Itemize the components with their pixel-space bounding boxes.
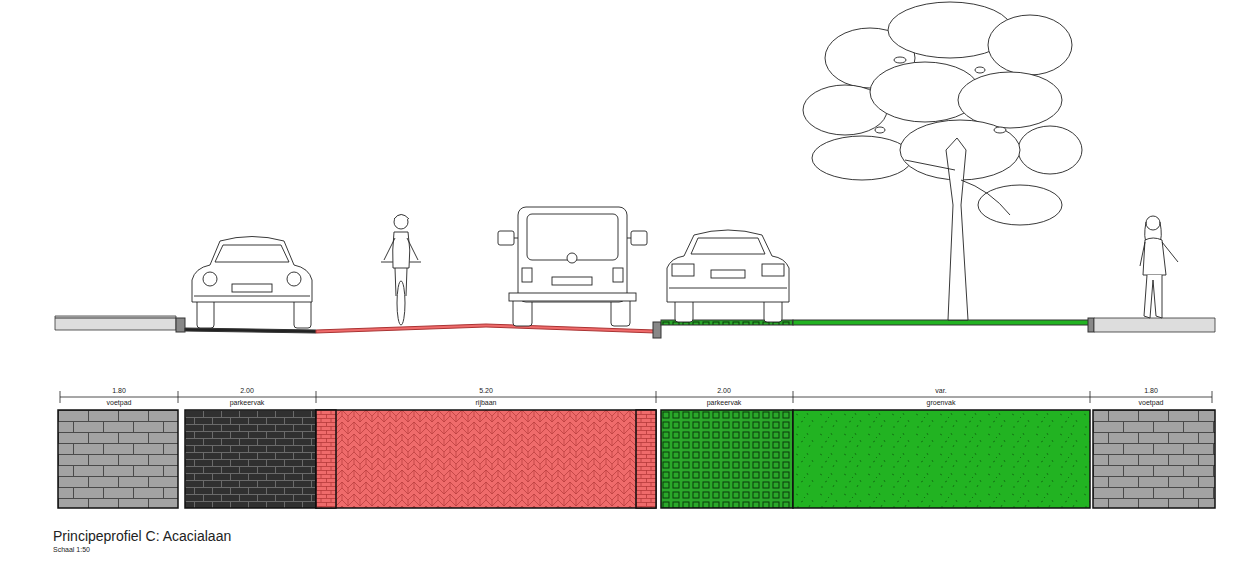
cyclist-part [395, 268, 407, 296]
van-rear-part [509, 293, 636, 301]
dimension-value: 1.80 [1143, 387, 1159, 395]
cyclist-part [397, 281, 405, 325]
cyclist-part [384, 238, 418, 260]
tree-part [875, 127, 885, 133]
section-ground-part [1094, 318, 1215, 332]
plan-bands-part [58, 410, 178, 508]
tree [803, 2, 1082, 320]
dimension-value: 2.00 [239, 387, 255, 395]
section-ground [55, 316, 1215, 338]
section-ground-part [55, 318, 176, 319]
parked-car-front [192, 237, 312, 329]
plan-bands-part [316, 410, 336, 508]
segment-name: voetpad [106, 399, 133, 407]
van-rear-part [518, 207, 627, 302]
van-rear-part [498, 231, 514, 245]
segment-name: rijbaan [474, 399, 497, 407]
van-rear-part [613, 268, 623, 282]
cyclist [381, 215, 421, 326]
van-rear-part [514, 238, 631, 239]
parked-car-front-part [203, 272, 217, 286]
tree-part [958, 72, 1062, 128]
section-ground-part [185, 328, 316, 333]
plan-bands-part [636, 410, 656, 508]
drawing-title: Principeprofiel C: Acacialaan [53, 528, 231, 544]
dimension-value: var. [934, 387, 947, 395]
parked-car-rear-part [672, 264, 694, 276]
tree-part [812, 136, 912, 180]
cyclist-part [394, 215, 409, 220]
parked-car-rear-part [762, 264, 784, 276]
dimension-value: 5.20 [478, 387, 494, 395]
dimension-value: 2.00 [716, 387, 732, 395]
van-rear-part [567, 253, 577, 263]
cyclist-part [394, 215, 408, 229]
parked-car-front-part [232, 284, 272, 292]
plan-bands-part [661, 410, 793, 508]
parked-car-front-part [194, 296, 310, 297]
pedestrian-part [1140, 242, 1178, 266]
segment-name: voetpad [1138, 399, 1165, 407]
plan-bands-part [1093, 410, 1215, 508]
plan-bands [58, 410, 1215, 508]
van-rear-part [631, 231, 647, 245]
section-ground-part [316, 324, 655, 333]
parked-car-rear [667, 230, 789, 322]
pedestrian-part [1143, 238, 1166, 275]
scale-note: Schaal 1:50 [53, 546, 90, 554]
section-ground-part [176, 318, 185, 332]
van-rear [498, 207, 647, 326]
section-ground-part [55, 316, 176, 330]
parked-car-front-part [287, 272, 301, 286]
plan-bands-part [316, 410, 656, 508]
tree-part [1018, 126, 1082, 174]
parked-car-rear-part [669, 288, 787, 289]
van-rear-part [552, 277, 592, 285]
tree-part [894, 57, 906, 63]
section-ground-part [653, 322, 661, 338]
parked-car-rear-part [691, 238, 765, 254]
parked-car-front-part [192, 237, 312, 303]
pedestrian [1140, 216, 1178, 318]
segment-name: parkeervak [706, 399, 743, 407]
tree-part [975, 67, 985, 73]
pedestrian-part [1146, 216, 1160, 230]
van-rear-part [522, 268, 532, 282]
plan-bands-part [793, 410, 1090, 508]
parked-car-rear-part [711, 270, 745, 278]
tree-part [905, 160, 1010, 215]
section-ground-part [1088, 318, 1094, 332]
tree-part [994, 127, 1006, 133]
tree-part [988, 15, 1072, 75]
tree-part [978, 185, 1062, 225]
section-ground-part [793, 320, 1090, 325]
pedestrian-part [1144, 275, 1162, 318]
cyclist-part [393, 232, 410, 268]
segment-name: parkeervak [229, 399, 266, 407]
dimension-value: 1.80 [111, 387, 127, 395]
parked-car-front-part [215, 245, 289, 262]
dimension-line-part [60, 397, 1212, 398]
parked-car-rear-part [667, 230, 789, 302]
plan-bands-part [185, 410, 316, 508]
tree-part [946, 138, 968, 320]
segment-name: groenvak [926, 399, 957, 407]
